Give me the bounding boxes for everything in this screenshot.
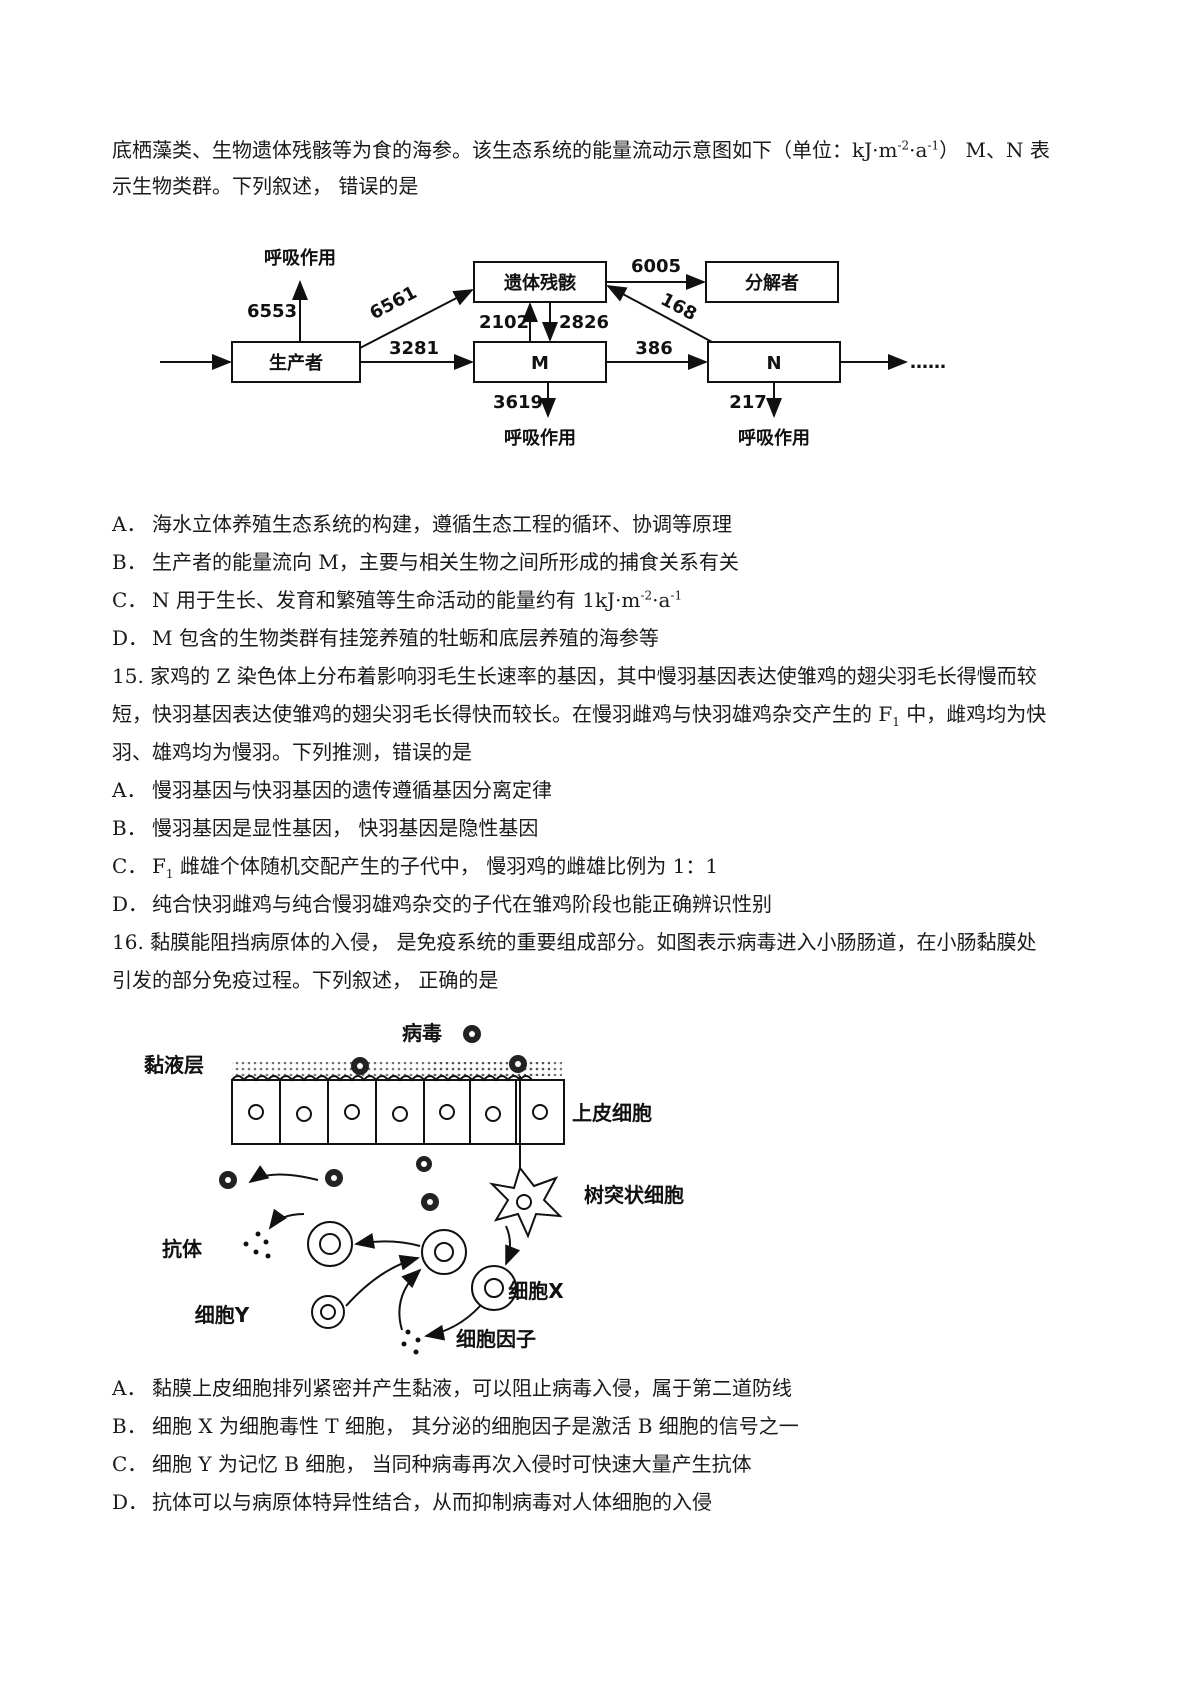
q15-option-a: A．慢羽基因与快羽基因的遗传遵循基因分离定律	[112, 778, 552, 802]
N-resp-label: 呼吸作用	[738, 427, 810, 449]
value-3619: 3619	[493, 392, 543, 413]
arrow-virus-to-antibody	[248, 1165, 319, 1184]
q15-line1: 15. 家鸡的 Z 染色体上分布着影响羽毛生长速率的基因，其中慢羽基因表达使雏鸡…	[112, 664, 1037, 688]
value-386: 386	[635, 338, 673, 359]
dendritic-cell	[489, 1076, 563, 1239]
value-168: 168	[657, 289, 700, 325]
q15-line3: 羽、雄鸡均为慢羽。下列推测，错误的是	[112, 740, 472, 764]
energy-flow-diagram: 生产者 遗体残骸 分解者 M N 呼吸作用 6553 6561 6005 210…	[160, 247, 946, 449]
q15-line2: 短，快羽基因表达使雏鸡的翅尖羽毛长得快而较长。在慢羽雌鸡与快羽雄鸡杂交产生的 F…	[112, 702, 1047, 729]
b-cell	[421, 1229, 467, 1275]
cytokine-label: 细胞因子	[456, 1327, 536, 1351]
cytokine-particles	[401, 1329, 421, 1355]
antibody-particles	[243, 1231, 271, 1259]
q14-option-c: C．N 用于生长、发育和繁殖等生命活动的能量约有 1kJ·m-2·a-1	[112, 588, 683, 612]
value-2102: 2102	[479, 312, 529, 333]
q14-intro-line2: 示生物类群。下列叙述， 错误的是	[112, 174, 419, 198]
q16-line1: 16. 黏膜能阻挡病原体的入侵， 是免疫系统的重要组成部分。如图表示病毒进入小肠…	[112, 930, 1037, 954]
arrow-celly-to-bcell	[345, 1254, 420, 1307]
value-6005: 6005	[631, 256, 681, 277]
epithelial-layer	[231, 1075, 565, 1145]
immune-diagram: 病毒 黏液层 上皮细胞 树突状细胞 抗体 细胞X 细胞Y 细胞因子	[144, 1021, 684, 1355]
value-6561: 6561	[366, 282, 420, 324]
producer-label: 生产者	[269, 352, 323, 374]
value-3281: 3281	[389, 338, 439, 359]
producer-detritus-arrow	[359, 289, 474, 349]
virus-particles	[219, 1055, 527, 1211]
cellY-label: 细胞Y	[195, 1303, 250, 1327]
mucus-label: 黏液层	[144, 1053, 204, 1077]
ellipsis: ……	[910, 352, 946, 373]
value-217: 217	[729, 392, 767, 413]
q14-option-b: B．生产者的能量流向 M，主要与相关生物之间所形成的捕食关系有关	[112, 550, 739, 574]
antibody-label: 抗体	[162, 1237, 203, 1261]
M-label: M	[531, 353, 549, 374]
q14-intro-line1: 底栖藻类、生物遗体残骸等为食的海参。该生态系统的能量流动示意图如下（单位：kJ·…	[112, 138, 1050, 162]
cellX-label: 细胞X	[508, 1279, 564, 1303]
M-resp-label: 呼吸作用	[504, 427, 576, 449]
decomposer-box	[705, 261, 839, 303]
arrow-bcell-plasma	[354, 1232, 421, 1249]
value-6553: 6553	[247, 301, 297, 322]
q16-option-d: D．抗体可以与病原体特异性结合，从而抑制病毒对人体细胞的入侵	[112, 1490, 712, 1514]
q15-option-d: D．纯合快羽雌鸡与纯合慢羽雄鸡杂交的子代在雏鸡阶段也能正确辨识性别	[112, 892, 772, 916]
arrow-antibody-plasma	[268, 1208, 305, 1230]
virus-icon	[463, 1025, 481, 1043]
cell-y	[311, 1295, 345, 1329]
q16-option-a: A．黏膜上皮细胞排列紧密并产生黏液，可以阻止病毒入侵，属于第二道防线	[112, 1376, 792, 1400]
mucus-layer-2	[430, 1062, 550, 1076]
q15-option-c: C．F1 雌雄个体随机交配产生的子代中， 慢羽鸡的雌雄比例为 1：1	[112, 854, 719, 881]
q15-option-b: B．慢羽基因是显性基因， 快羽基因是隐性基因	[112, 816, 539, 840]
arrow-cytokine-bcell	[398, 1268, 422, 1331]
plasma-cell	[307, 1221, 353, 1267]
q14-option-a: A．海水立体养殖生态系统的构建，遵循生态工程的循环、协调等原理	[112, 512, 732, 536]
arrow-cellx-cytokine	[424, 1305, 481, 1341]
value-2826: 2826	[559, 312, 609, 333]
virus-label: 病毒	[402, 1021, 442, 1045]
detritus-label: 遗体残骸	[503, 272, 576, 294]
q16-option-c: C．细胞 Y 为记忆 B 细胞， 当同种病毒再次入侵时可快速大量产生抗体	[112, 1452, 752, 1476]
q16-option-b: B．细胞 X 为细胞毒性 T 细胞， 其分泌的细胞因子是激活 B 细胞的信号之一	[112, 1414, 799, 1438]
cell-x	[471, 1265, 517, 1311]
decomposer-label: 分解者	[745, 272, 799, 294]
N-label: N	[766, 353, 781, 374]
arrow-dendritic-cellx	[505, 1225, 521, 1266]
epithelial-label: 上皮细胞	[572, 1101, 652, 1125]
q16-line2: 引发的部分免疫过程。下列叙述， 正确的是	[112, 968, 499, 992]
dendritic-label: 树突状细胞	[584, 1183, 684, 1207]
q14-option-d: D．M 包含的生物类群有挂笼养殖的牡蛎和底层养殖的海参等	[112, 626, 659, 650]
N-detritus-arrow	[606, 285, 713, 343]
producer-resp-label: 呼吸作用	[264, 247, 336, 269]
